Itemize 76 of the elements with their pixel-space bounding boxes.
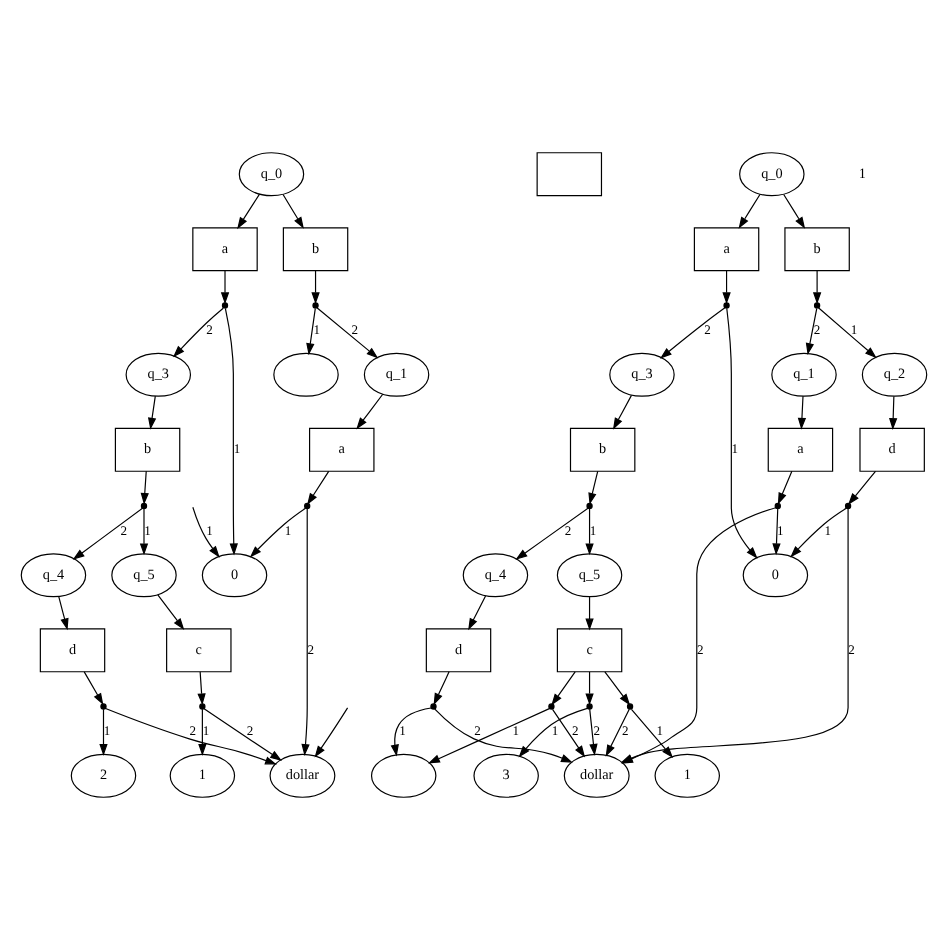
node-dot — [626, 702, 634, 709]
arrow — [307, 469, 330, 505]
arrow — [551, 707, 586, 757]
arrow — [192, 505, 220, 557]
arrow — [777, 469, 793, 504]
arrow — [585, 595, 594, 630]
arrow — [314, 706, 349, 757]
arrow — [147, 394, 157, 429]
node-dot — [100, 702, 107, 709]
arrow — [772, 507, 781, 555]
arrow — [738, 192, 761, 228]
arrow — [301, 507, 310, 755]
arrow — [139, 507, 149, 555]
arrow — [722, 269, 731, 304]
arrow — [434, 707, 573, 762]
arrow — [282, 192, 304, 228]
node-dot — [844, 501, 852, 509]
arrow — [889, 394, 898, 429]
arrow — [847, 469, 877, 504]
arrow — [197, 670, 206, 705]
arrow — [428, 707, 550, 763]
node-dot — [723, 301, 730, 308]
node-dot — [430, 702, 437, 709]
arrow — [783, 192, 806, 228]
node-dot — [304, 501, 311, 509]
arrow — [390, 706, 432, 756]
arrow — [812, 269, 822, 304]
arrow — [515, 506, 589, 559]
node-box — [536, 151, 603, 196]
arrow — [551, 670, 576, 705]
arrow — [468, 594, 487, 630]
arrow — [198, 707, 207, 755]
arrow — [224, 306, 238, 555]
arrow — [203, 707, 282, 760]
node-ellipse — [273, 351, 339, 396]
node-dot — [221, 301, 229, 308]
arrow — [173, 306, 224, 357]
arrow — [306, 306, 316, 355]
arrow — [316, 306, 379, 358]
arrow — [433, 670, 450, 705]
node-dot — [586, 702, 593, 709]
arrow — [140, 469, 149, 504]
arrow — [518, 706, 588, 757]
arrow — [72, 506, 144, 559]
arrow — [797, 394, 807, 429]
arrow — [585, 670, 594, 705]
arrow — [585, 507, 594, 555]
arrow — [237, 192, 261, 229]
arrow — [630, 707, 674, 758]
arrow — [157, 593, 185, 629]
node-dot — [813, 301, 821, 308]
arrow — [726, 306, 758, 558]
node-dot — [140, 501, 148, 509]
node-dot — [774, 501, 781, 509]
arrow — [605, 707, 630, 756]
arrow — [604, 670, 631, 705]
arrow — [105, 706, 277, 764]
arrow — [805, 306, 818, 355]
node-dot — [586, 501, 593, 509]
node-dot — [312, 301, 319, 308]
arrow — [659, 306, 726, 358]
arrow — [356, 392, 384, 429]
arrow — [589, 707, 598, 755]
arrow — [220, 269, 230, 304]
arrow — [249, 506, 307, 557]
arrow — [83, 670, 104, 705]
arrow — [817, 306, 877, 358]
arrow — [58, 595, 69, 630]
arrow — [588, 469, 599, 504]
arrow — [790, 506, 847, 557]
node-dot — [548, 702, 555, 709]
arrow — [612, 393, 633, 429]
node-dot — [199, 702, 206, 709]
arrow — [99, 707, 108, 755]
node-ellipse — [370, 752, 437, 797]
arrow — [311, 269, 320, 304]
